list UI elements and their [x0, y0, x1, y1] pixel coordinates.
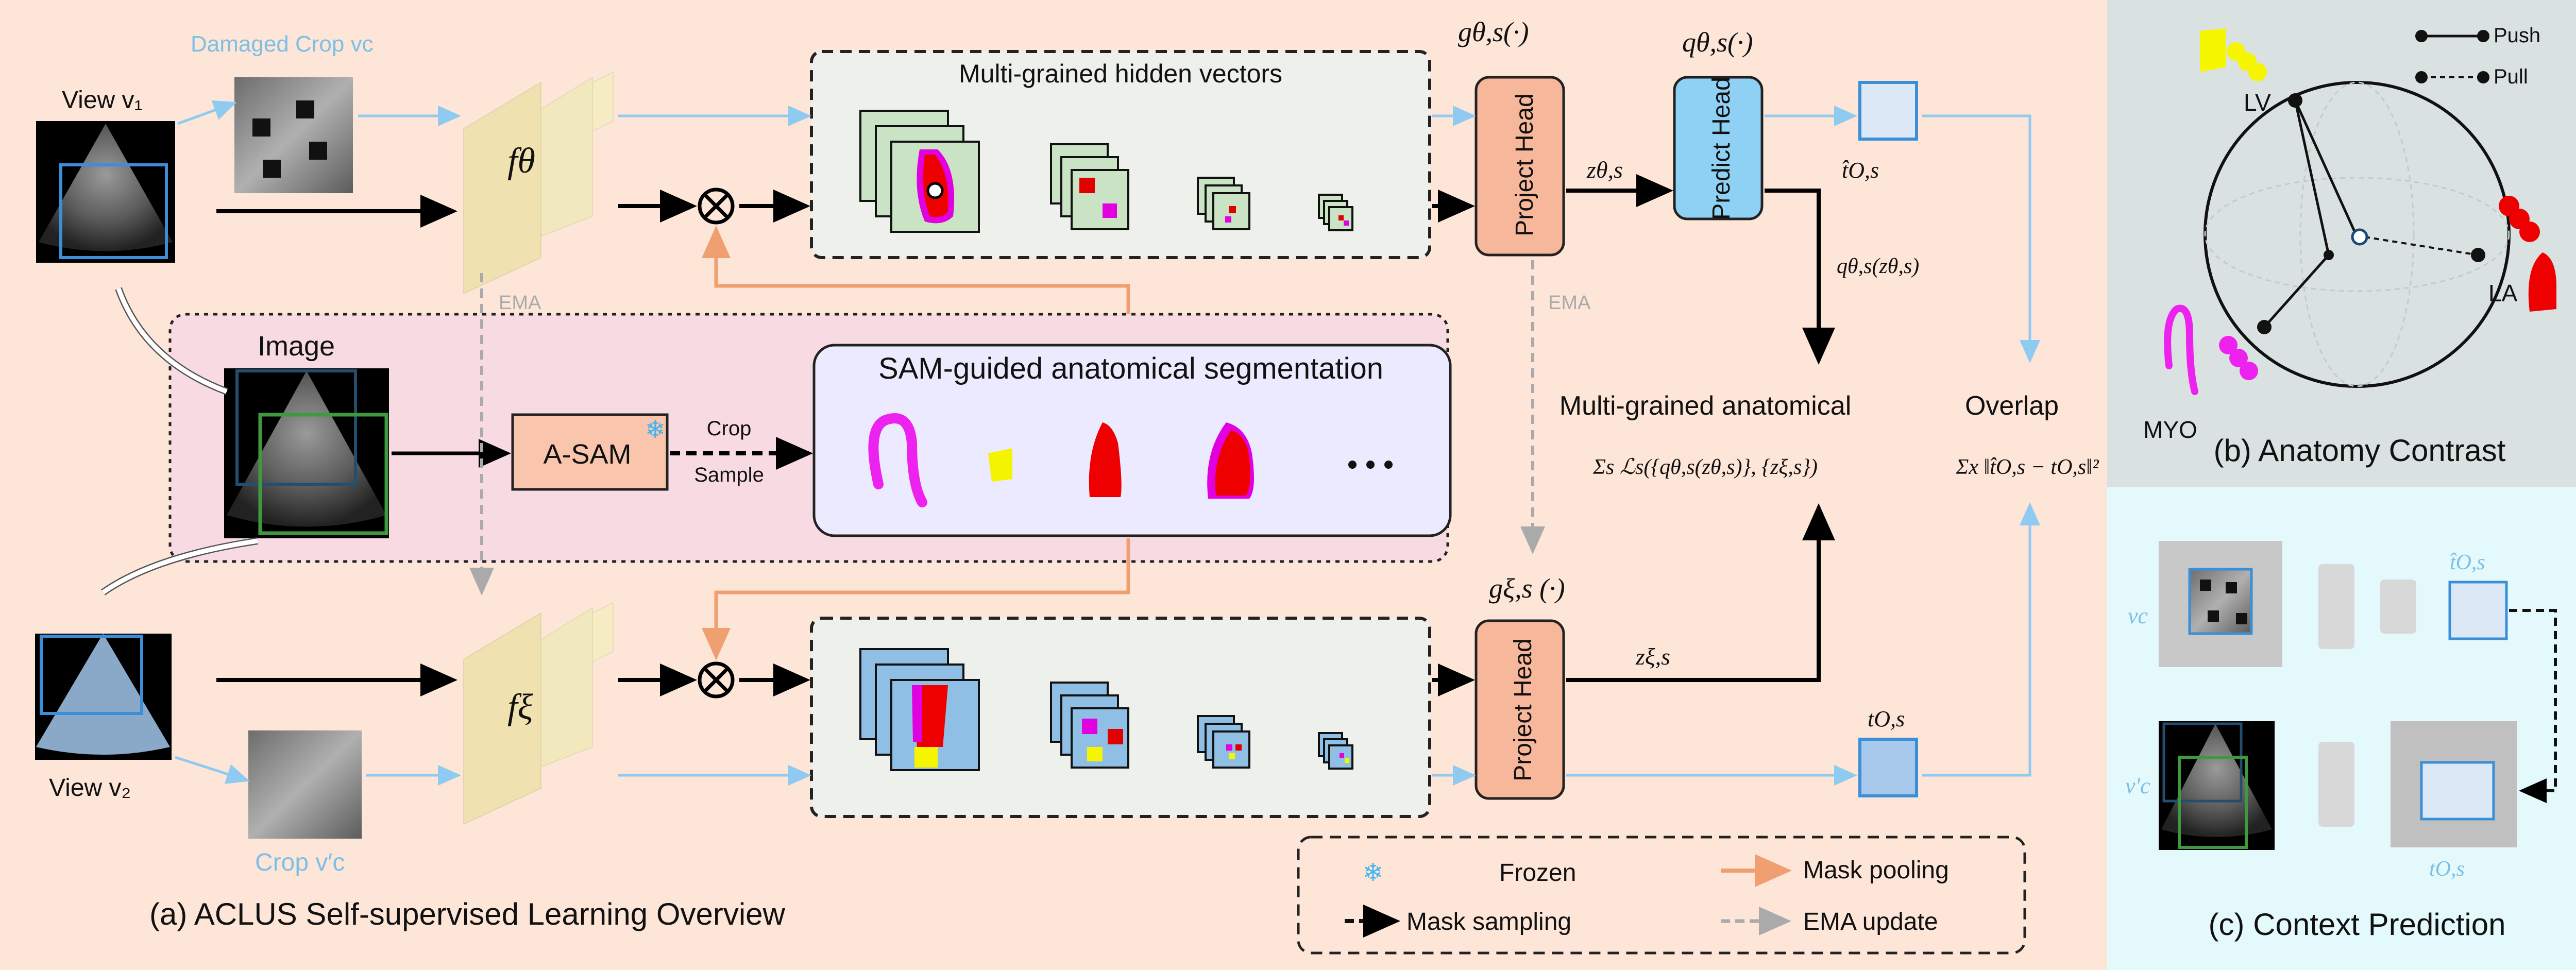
legend-push: Push: [2494, 24, 2540, 47]
label-lv: LV: [2244, 89, 2271, 116]
loss-overlap-formula: Σx ‖t̂O,s − tO,s‖²: [1955, 455, 2099, 479]
damaged-crop-image: [234, 77, 353, 193]
feature-stacks-top: [859, 110, 1353, 233]
encoder-f-theta: [463, 72, 614, 294]
label-la: LA: [2488, 280, 2518, 307]
panel-b-background: [2107, 0, 2576, 487]
crop-vc-prime-image: [248, 730, 362, 839]
feature-stacks-bottom: [859, 648, 1353, 771]
label-f-xi: fξ: [507, 687, 533, 727]
label-a-sam: A-SAM: [543, 439, 631, 470]
source-image: [224, 368, 389, 538]
label-crop: Crop: [707, 417, 752, 440]
view-v1-image: [36, 121, 175, 263]
caption-a: (a) ACLUS Self-supervised Learning Overv…: [149, 897, 786, 931]
target-square: [1858, 738, 1918, 797]
label-sample: Sample: [694, 464, 764, 486]
project-head-top-label: Project Head: [1511, 93, 1538, 236]
label-view-v1: View v₁: [62, 87, 143, 114]
segmentation-masks: [868, 413, 1393, 507]
project-head-top: [1475, 76, 1565, 257]
label-myo: MYO: [2143, 416, 2197, 443]
legend-mask-sampling: Mask sampling: [1406, 908, 1571, 935]
label-c-vc-prime: v′c: [2125, 773, 2150, 798]
label-g-xi: gξ,s (·): [1489, 573, 1565, 604]
label-c-t-hat: t̂O,s: [2450, 551, 2485, 574]
sam-segmentation-box: [812, 344, 1452, 537]
label-damaged-crop: Damaged Crop vᴄ: [191, 31, 374, 57]
legend-ema-update: EMA update: [1803, 908, 1938, 935]
arrows: [100, 100, 2040, 786]
predicted-target-square: [1858, 81, 1918, 141]
title-sam-segmentation: SAM-guided anatomical segmentation: [878, 352, 1383, 385]
project-head-bottom-label: Project Head: [1510, 638, 1537, 781]
predict-head: [1673, 76, 1764, 220]
label-f-theta: fθ: [507, 141, 535, 181]
label-c-t: tO,s: [2429, 857, 2465, 881]
caption-c: (c) Context Prediction: [2209, 907, 2506, 942]
mask-multiply-top: [698, 188, 735, 225]
label-multigrained-anatomical: Multi-grained anatomical: [1560, 391, 1852, 421]
label-g-theta: gθ,s(·): [1458, 16, 1529, 47]
label-z-theta: zθ,s: [1586, 157, 1623, 183]
a-sam-box: [511, 413, 669, 491]
project-head-bottom: [1475, 619, 1565, 800]
legend-frozen-icon: ❄: [1363, 859, 1383, 887]
label-q-of-z: qθ,s(zθ,s): [1837, 254, 1919, 278]
anatomy-contrast-diagram: [2164, 28, 2556, 395]
caption-b: (b) Anatomy Contrast: [2214, 433, 2506, 468]
mask-multiply-bottom: [698, 661, 735, 699]
label-overlap: Overlap: [1965, 391, 2059, 421]
context-prediction-diagram: [2159, 541, 2557, 850]
predict-head-label: Predict Head: [1708, 77, 1735, 219]
encoder-f-xi: [463, 602, 614, 825]
title-hidden-vectors: Multi-grained hidden vectors: [959, 59, 1282, 88]
label-crop-vc-prime: Crop v′c: [255, 849, 345, 876]
label-image: Image: [258, 331, 335, 362]
legend-mask-pooling: Mask pooling: [1803, 857, 1949, 884]
label-t-hat: t̂O,s: [1842, 158, 1879, 183]
legend-frozen: Frozen: [1499, 859, 1576, 887]
label-c-vc: vc: [2128, 603, 2148, 628]
legend-box: [1297, 836, 2026, 955]
label-q-theta: qθ,s(·): [1682, 27, 1753, 58]
label-ema-right: EMA: [1548, 292, 1591, 314]
label-z-xi: zξ,s: [1635, 643, 1670, 670]
loss-anatomical-formula: Σs ℒs({qθ,s(zθ,s)}, {zξ,s}): [1592, 455, 1818, 479]
frozen-snowflake-icon: ❄: [645, 416, 666, 444]
view-v2-image: [35, 634, 172, 760]
label-t-target: tO,s: [1868, 706, 1905, 731]
legend-pull: Pull: [2494, 65, 2528, 88]
label-ema-left: EMA: [499, 292, 541, 314]
label-view-v2: View v₂: [49, 774, 131, 802]
